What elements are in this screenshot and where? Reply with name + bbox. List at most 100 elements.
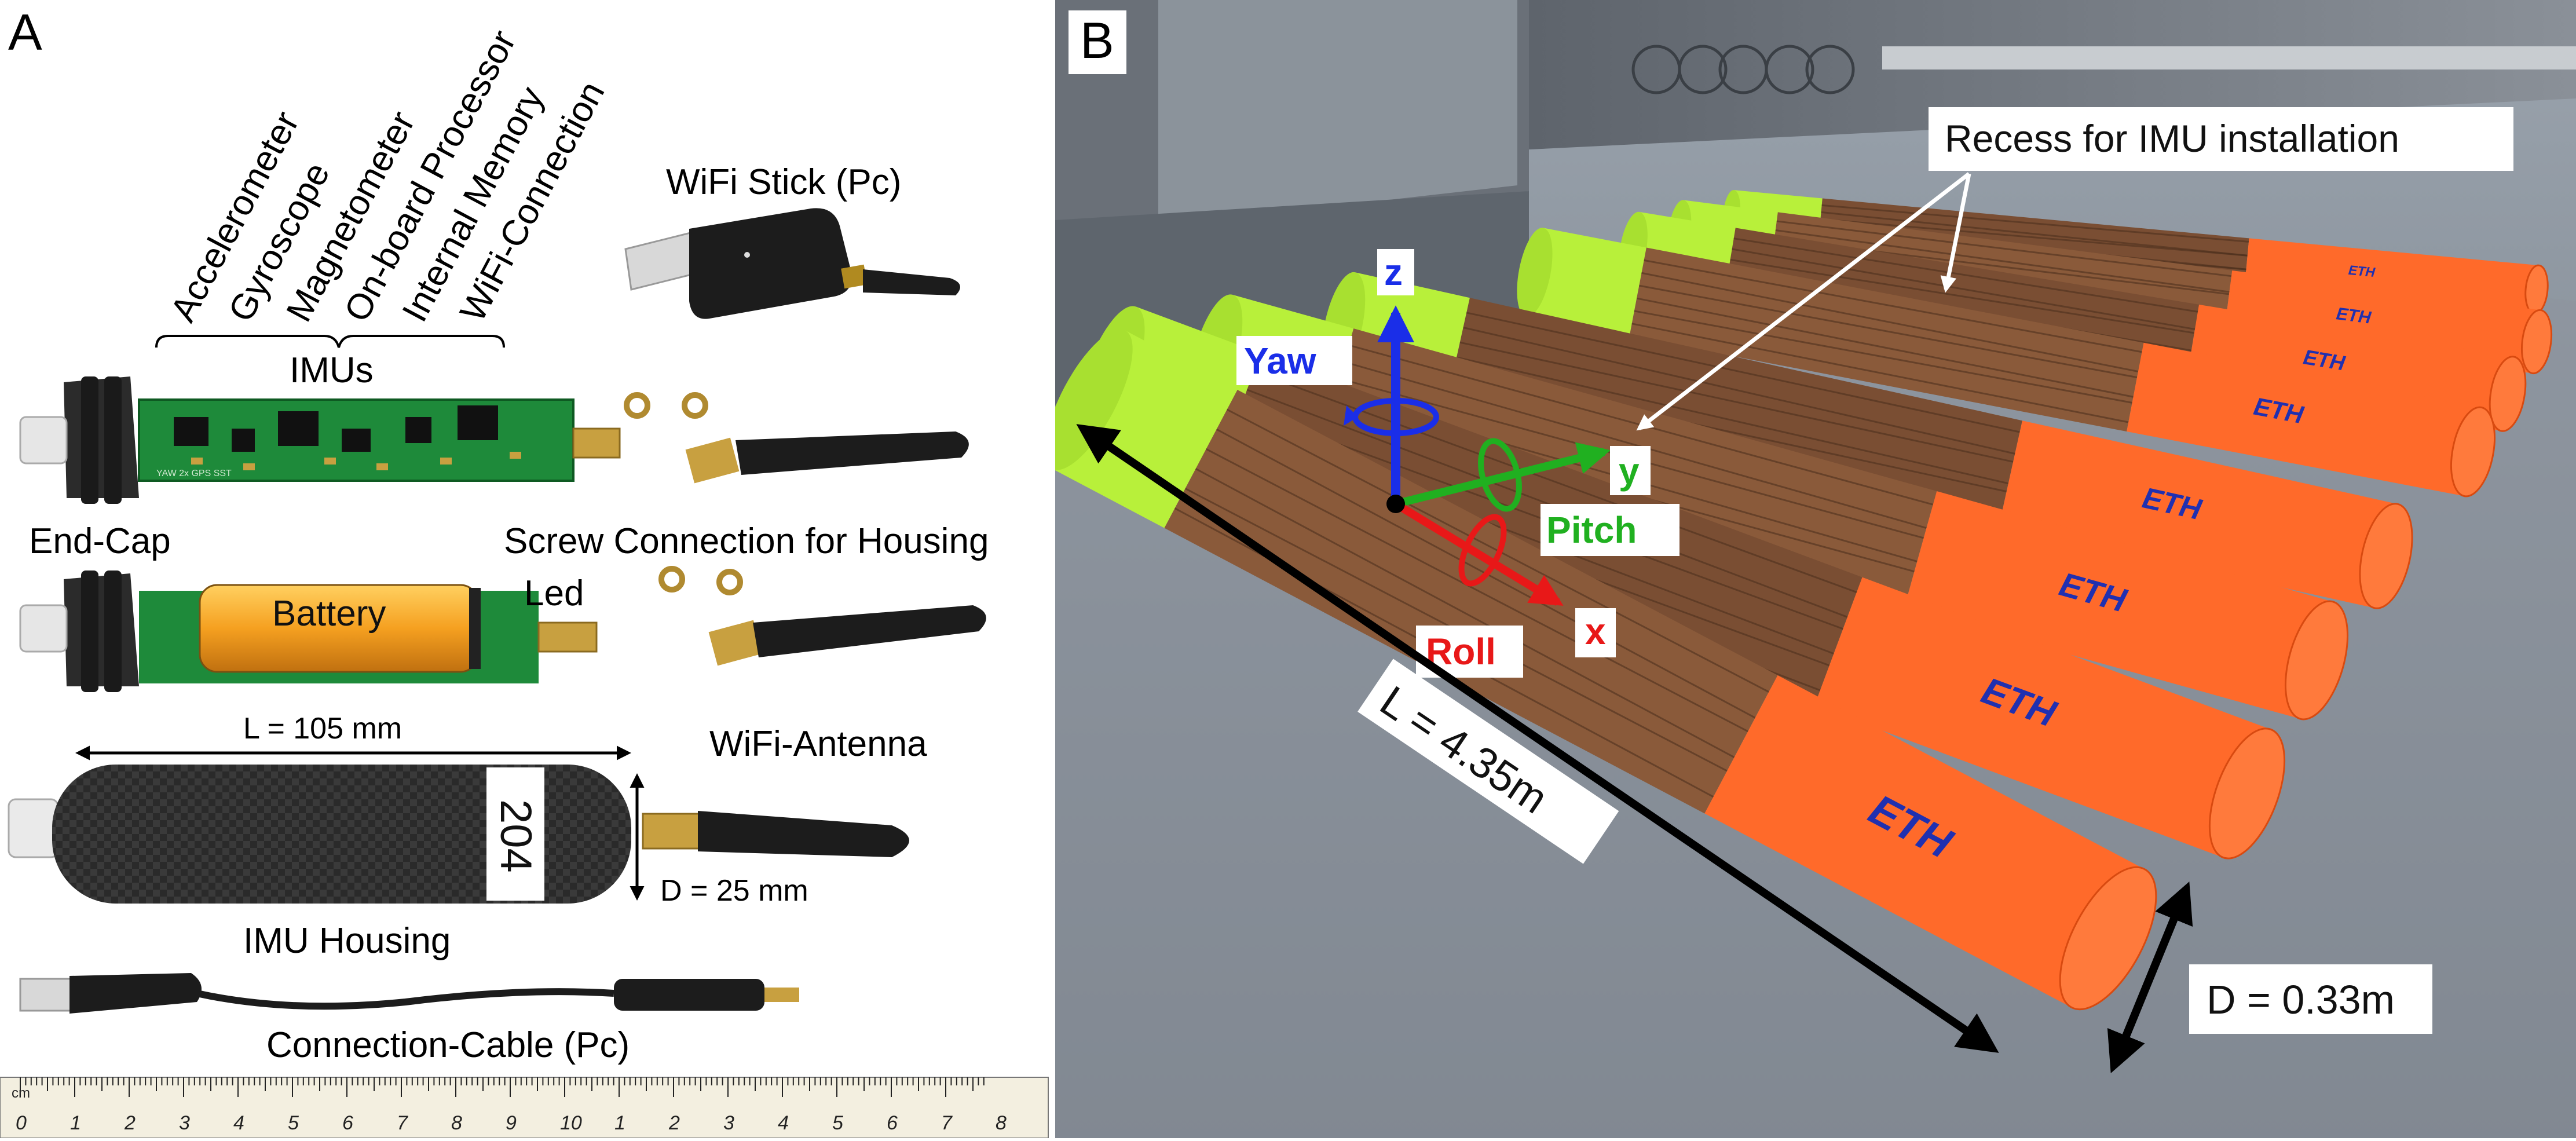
panel-b-letter: B xyxy=(1080,12,1114,69)
ruler-tick-label: 4 xyxy=(233,1112,244,1134)
ruler-tick-label: 7 xyxy=(397,1112,408,1134)
ruler-tick-label: 8 xyxy=(451,1112,462,1134)
connection-cable-label: Connection-Cable (Pc) xyxy=(266,1025,630,1065)
ruler-tick-label: 6 xyxy=(887,1112,898,1134)
log-length-label-box xyxy=(1357,659,1619,864)
log-orange-end xyxy=(1904,491,2333,719)
end-cap-label: End-Cap xyxy=(29,521,171,561)
bark-texture xyxy=(1776,220,2232,277)
bark-texture xyxy=(1821,204,2249,243)
wifi-stick: WiFi Stick (Pc) xyxy=(624,162,960,319)
log-eth-marking: ETH xyxy=(2348,262,2376,280)
recess-pointer-1 xyxy=(1940,173,1971,293)
imus-label: IMUs xyxy=(290,350,374,390)
pitch-label: Pitch xyxy=(1546,509,1637,551)
imu-housing: 204 xyxy=(8,765,909,904)
z-axis-label: z xyxy=(1384,251,1403,293)
log-orange-end xyxy=(2127,342,2482,496)
log-diameter-arrow xyxy=(2107,882,2193,1073)
bark-texture xyxy=(1820,218,2248,257)
battery-assembly: Battery xyxy=(19,566,986,692)
log-eth-marking: ETH xyxy=(2335,304,2373,328)
pcb-marking: YAW 2x GPS SST xyxy=(156,469,232,478)
log-green-face xyxy=(1055,329,1133,470)
yaw-label: Yaw xyxy=(1244,340,1316,382)
ruler-labels: 0 1 2 3 4 5 6 7 8 9 10 1 2 3 4 5 6 7 8 xyxy=(16,1112,1007,1134)
log-green-end xyxy=(1526,228,1646,337)
ruler-tick-label: 7 xyxy=(941,1112,953,1134)
bark-texture xyxy=(1639,284,2138,379)
log-end-face xyxy=(2450,406,2496,498)
wifi-stick-label: WiFi Stick (Pc) xyxy=(666,162,901,202)
recess-pointer-2 xyxy=(1636,172,1971,431)
pcb-assembly: YAW 2x GPS SST xyxy=(19,376,969,504)
x-axis-label: x xyxy=(1585,610,1606,652)
panel-a: A Accelerometer Gyroscope Magnetometer O… xyxy=(0,0,1055,1139)
log-diameter-label-box xyxy=(2189,964,2432,1034)
ruler-tick-label: 3 xyxy=(179,1112,190,1134)
ruler-tick-label: 4 xyxy=(778,1112,789,1134)
ruler-tick-label: 9 xyxy=(506,1112,517,1134)
ruler-tick-label: 5 xyxy=(288,1112,299,1134)
ruler-tick-label: 10 xyxy=(560,1112,582,1134)
bark-texture xyxy=(1732,248,2196,330)
ruler-tick-label: 6 xyxy=(342,1112,353,1134)
ruler-tick-label: 5 xyxy=(832,1112,843,1134)
imus-brace xyxy=(155,335,505,348)
imu-origin xyxy=(1386,495,1405,513)
log-orange-end xyxy=(2224,270,2541,374)
z-label-box xyxy=(1377,249,1414,295)
bark-texture xyxy=(1775,229,2230,293)
log: ETH xyxy=(1517,228,2496,498)
connection-cable xyxy=(19,973,799,1014)
log-orange-end xyxy=(1999,420,2398,608)
ruler-tick-label: 3 xyxy=(723,1112,734,1134)
log-diameter-label: D = 0.33m xyxy=(2207,977,2395,1022)
log-end-face xyxy=(2284,600,2349,721)
panel-b-letter-box xyxy=(1069,10,1126,74)
bark-texture xyxy=(1466,312,2020,433)
bark-texture xyxy=(1641,272,2139,372)
ruler-ticks xyxy=(20,1077,985,1097)
bark-texture xyxy=(1644,259,2142,353)
housing-diameter-label: D = 25 mm xyxy=(660,874,808,908)
log-green-face xyxy=(1517,228,1553,317)
ruler-tick-label: 2 xyxy=(124,1112,136,1134)
led-label: Led xyxy=(524,573,584,613)
log-end-face xyxy=(2359,503,2413,609)
log-length-arrow xyxy=(1076,424,1999,1053)
log-end-face xyxy=(2489,356,2527,432)
log-end-face xyxy=(2208,727,2286,860)
ruler: cm 0 1 2 3 4 5 6 7 8 9 10 1 2 3 4 5 6 7 8 xyxy=(0,1077,1049,1139)
bark-texture xyxy=(1733,237,2198,313)
bark-texture xyxy=(1631,323,2129,423)
imu-housing-label: IMU Housing xyxy=(243,921,451,961)
battery-label: Battery xyxy=(272,594,386,634)
housing-length-label: L = 105 mm xyxy=(243,712,402,745)
log-orange-end xyxy=(2244,238,2539,314)
recess-label: Recess for IMU installation xyxy=(1945,117,2399,160)
bark-texture xyxy=(1821,211,2248,257)
bark-texture xyxy=(1730,258,2195,334)
screw-connection-label: Screw Connection for Housing xyxy=(504,521,989,561)
log-end-face xyxy=(2520,309,2553,375)
recess-label-box xyxy=(1929,107,2513,171)
ruler-tick-label: 1 xyxy=(70,1112,81,1134)
ruler-tick-label: 8 xyxy=(996,1112,1007,1134)
yaw-rotation-arrow xyxy=(1344,405,1358,426)
ruler-tick-label: 0 xyxy=(16,1112,27,1134)
bark-texture xyxy=(1634,310,2132,404)
housing-number: 204 xyxy=(491,799,540,873)
bark-texture xyxy=(1636,297,2134,398)
y-axis-label: y xyxy=(1619,450,1640,492)
wifi-antenna-label: WiFi-Antenna xyxy=(709,724,927,764)
panel-a-letter: A xyxy=(8,3,42,61)
log-bark xyxy=(1629,247,2144,432)
ruler-tick-label: 1 xyxy=(614,1112,625,1134)
yaw-label-box xyxy=(1236,336,1352,385)
ruler-unit: cm xyxy=(12,1085,30,1101)
ruler-tick-label: 2 xyxy=(668,1112,680,1134)
housing-number-tag xyxy=(486,767,544,901)
